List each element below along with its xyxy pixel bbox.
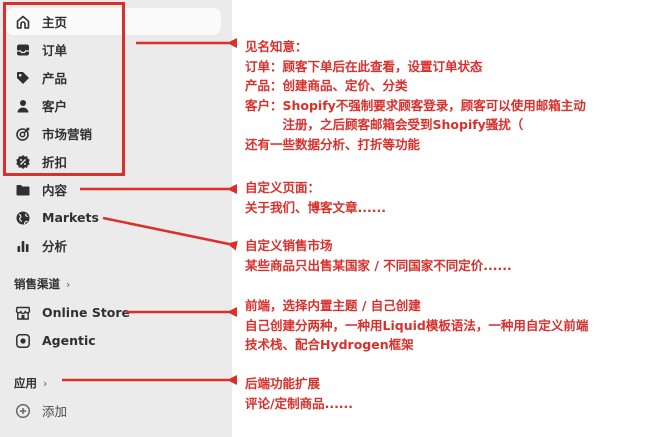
note-line: 还有一些数据分析、打折等功能 xyxy=(245,136,421,152)
nav-home[interactable]: 主页 xyxy=(6,8,221,35)
note-online-store: 前端，选择内置主题 / 自己创建 自己创建分两种，一种用Liquid模板语法，一… xyxy=(245,296,588,355)
nav-marketing-label: 市场营销 xyxy=(42,127,93,142)
note-line: 见名知意： xyxy=(245,39,308,54)
note-markets: 自定义销售市场 某些商品只出售某国家 / 不同国家不同定价...... xyxy=(245,236,512,275)
nav-customers[interactable]: 客户 xyxy=(6,92,221,119)
note-apps: 后端功能扩展 评论/定制商品...... xyxy=(245,374,353,413)
nav-online-store[interactable]: Online Store xyxy=(6,299,221,326)
nav-content[interactable]: 内容 xyxy=(6,176,221,203)
sidebar: 主页 订单 产品 客户 市场营销 折扣 内容 xyxy=(0,0,232,437)
annotation-pane xyxy=(232,0,655,437)
agentic-icon xyxy=(14,332,32,350)
nav-orders-label: 订单 xyxy=(42,43,68,58)
folder-icon xyxy=(14,181,32,199)
inbox-icon xyxy=(14,41,32,59)
nav-agentic-label: Agentic xyxy=(42,333,96,348)
chevron-right-icon: › xyxy=(66,277,71,291)
note-line: 某些商品只出售某国家 / 不同国家不同定价...... xyxy=(245,257,512,273)
discount-icon xyxy=(14,153,32,171)
person-icon xyxy=(14,97,32,115)
note-line: 客户：Shopify不强制要求顾客登录，顾客可以使用邮箱主动 xyxy=(245,97,586,113)
highlight-box xyxy=(3,2,125,176)
note-line: 自定义页面： xyxy=(245,180,321,195)
note-line: 技术栈、配合Hydrogen框架 xyxy=(245,337,414,352)
nav-customers-label: 客户 xyxy=(42,99,68,114)
nav-markets-label: Markets xyxy=(42,210,99,225)
sales-channels-header[interactable]: 销售渠道 › xyxy=(14,276,70,292)
note-line: 自定义销售市场 xyxy=(245,238,333,253)
home-icon xyxy=(14,13,32,31)
nav-home-label: 主页 xyxy=(42,15,68,30)
nav-markets[interactable]: Markets xyxy=(6,204,221,231)
apps-header-label: 应用 xyxy=(14,376,37,390)
store-icon xyxy=(14,304,32,322)
nav-discounts[interactable]: 折扣 xyxy=(6,148,221,175)
nav-orders[interactable]: 订单 xyxy=(6,36,221,63)
apps-header[interactable]: 应用 › xyxy=(14,375,47,391)
note-line: 评论/定制商品...... xyxy=(245,395,354,411)
nav-products-label: 产品 xyxy=(42,71,68,86)
target-icon xyxy=(14,125,32,143)
note-line: 产品：创建商品、定价、分类 xyxy=(245,78,408,93)
nav-analytics[interactable]: 分析 xyxy=(6,232,221,259)
note-line: 关于我们、博客文章...... xyxy=(245,199,386,215)
tag-icon xyxy=(14,69,32,87)
nav-discounts-label: 折扣 xyxy=(42,155,68,170)
sales-channels-header-label: 销售渠道 xyxy=(14,277,60,291)
nav-add-app-label: 添加 xyxy=(42,404,68,419)
note-line: 自己创建分两种，一种用Liquid模板语法，一种用自定义前端 xyxy=(245,317,589,333)
globe-icon xyxy=(14,209,32,227)
plus-circle-icon xyxy=(14,402,32,420)
nav-online-store-label: Online Store xyxy=(42,305,131,320)
nav-marketing[interactable]: 市场营销 xyxy=(6,120,221,147)
note-line: 注册，之后顾客邮箱会受到Shopify骚扰（ xyxy=(245,117,524,132)
bar-chart-icon xyxy=(14,237,32,255)
note-content: 自定义页面： 关于我们、博客文章...... xyxy=(245,178,386,217)
note-line: 订单：顾客下单后在此查看，设置订单状态 xyxy=(245,58,483,74)
note-line: 后端功能扩展 xyxy=(245,376,321,391)
note-line: 前端，选择内置主题 / 自己创建 xyxy=(245,298,421,313)
nav-analytics-label: 分析 xyxy=(42,239,68,254)
nav-add-app[interactable]: 添加 xyxy=(6,397,221,424)
nav-products[interactable]: 产品 xyxy=(6,64,221,91)
chevron-right-icon: › xyxy=(43,376,48,390)
nav-content-label: 内容 xyxy=(42,183,68,198)
nav-agentic[interactable]: Agentic xyxy=(6,327,221,354)
arrow-3 xyxy=(102,216,238,251)
note-overview: 见名知意： 订单：顾客下单后在此查看，设置订单状态 产品：创建商品、定价、分类 … xyxy=(245,37,586,154)
